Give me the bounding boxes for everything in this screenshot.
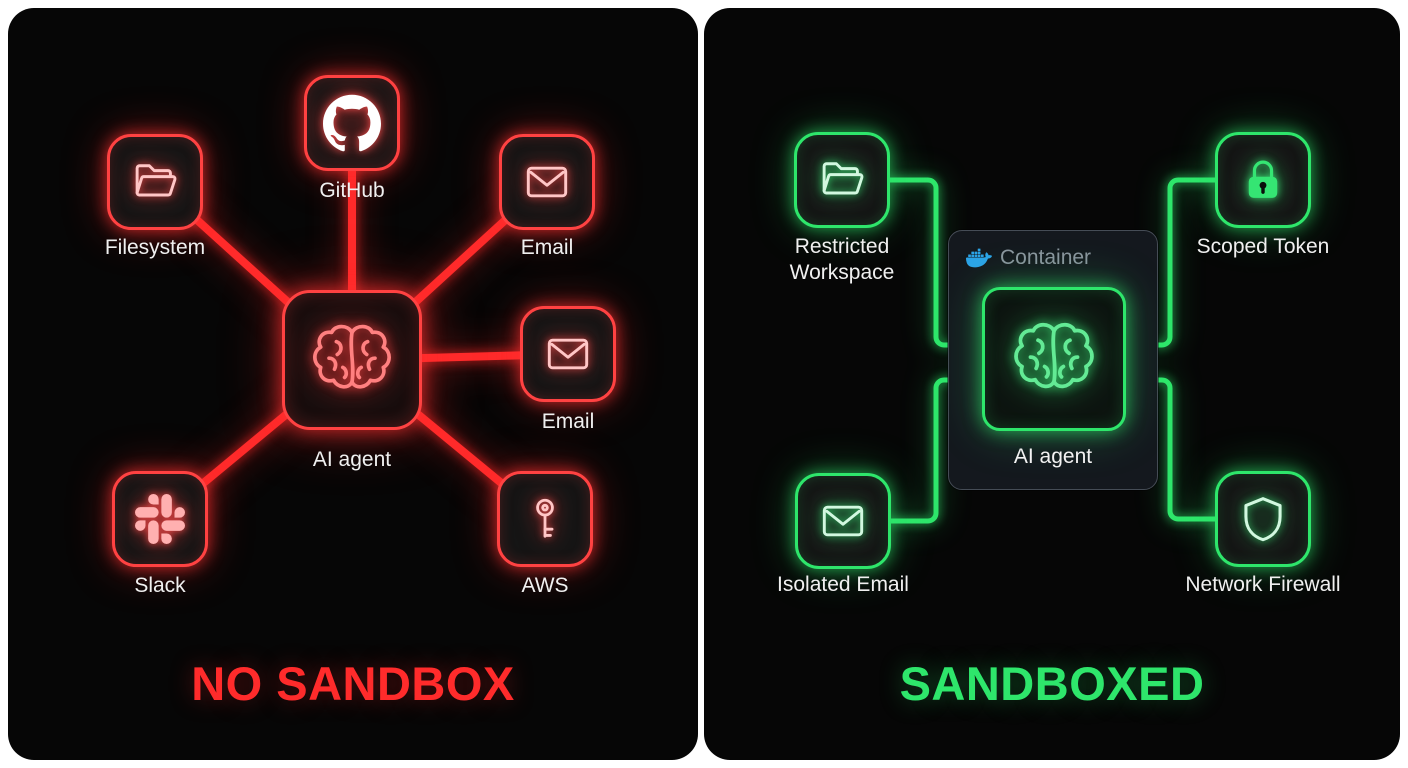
email-node-top — [499, 134, 595, 230]
lock-icon — [1237, 154, 1289, 206]
container-label: Container — [1000, 246, 1092, 269]
brain-icon — [1007, 312, 1101, 406]
envelope-icon — [817, 495, 869, 547]
slack-icon — [135, 494, 185, 544]
no-sandbox-title: NO SANDBOX — [191, 657, 515, 710]
filesystem-node — [107, 134, 203, 230]
email-right-label: Email — [541, 410, 595, 433]
slack-node — [112, 471, 208, 567]
github-icon — [323, 94, 381, 152]
envelope-icon — [521, 156, 573, 208]
folder-icon — [816, 154, 868, 206]
aws-label: AWS — [521, 574, 569, 597]
ai-agent-node-right — [982, 287, 1126, 431]
container-header: Container — [966, 245, 1091, 271]
slack-label: Slack — [134, 574, 186, 597]
github-label: GitHub — [319, 179, 385, 202]
github-node — [304, 75, 400, 171]
shield-icon — [1237, 493, 1289, 545]
scoped-token-label: Scoped Token — [1196, 235, 1330, 258]
isolated-email-label: Isolated Email — [777, 573, 909, 596]
scoped-token-node — [1215, 132, 1311, 228]
network-firewall-node — [1215, 471, 1311, 567]
container-box: Container AI agent — [948, 230, 1158, 490]
folder-icon — [129, 156, 181, 208]
envelope-icon — [542, 328, 594, 380]
network-firewall-label: Network Firewall — [1185, 573, 1341, 596]
sandboxed-title: SANDBOXED — [899, 657, 1205, 710]
ai-agent-left-label: AI agent — [312, 448, 392, 471]
aws-node — [497, 471, 593, 567]
email-top-label: Email — [520, 236, 574, 259]
docker-icon — [966, 245, 992, 271]
brain-icon — [306, 314, 398, 406]
restricted-workspace-node — [794, 132, 890, 228]
email-node-right — [520, 306, 616, 402]
ai-agent-right-label: AI agent — [1013, 445, 1093, 468]
ai-agent-node-left — [282, 290, 422, 430]
restricted-workspace-label: Restricted Workspace — [789, 235, 895, 285]
filesystem-label: Filesystem — [104, 236, 206, 259]
key-icon — [520, 494, 570, 544]
isolated-email-node — [795, 473, 891, 569]
